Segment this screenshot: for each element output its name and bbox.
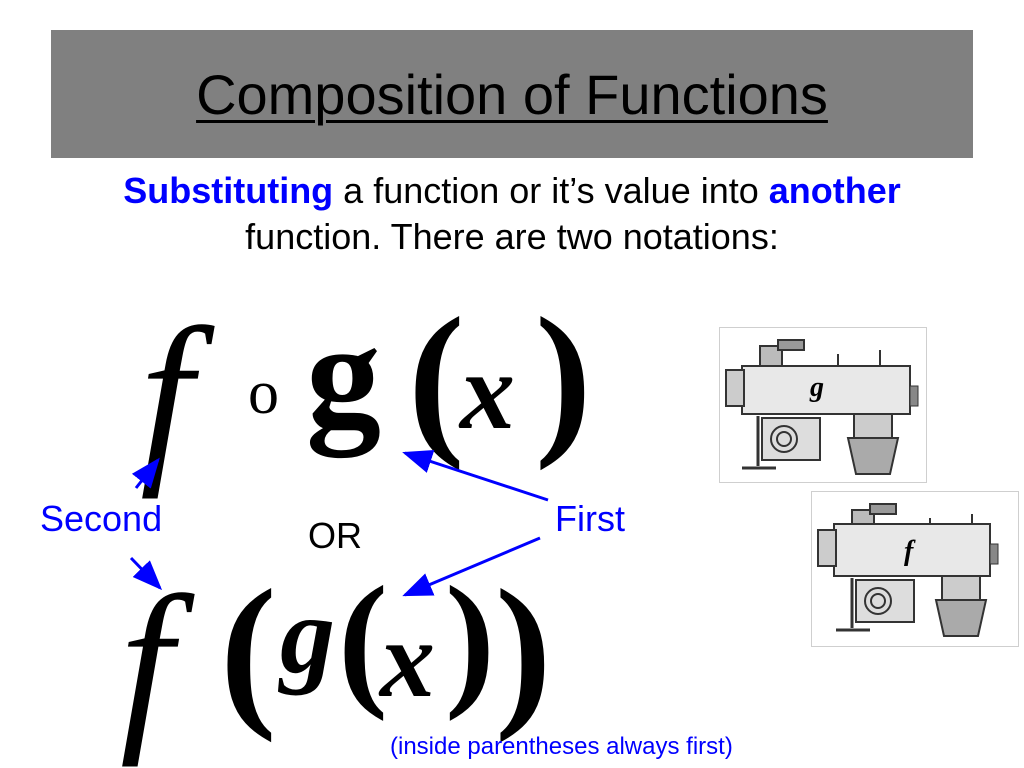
machine-icon	[817, 503, 999, 637]
formula-outer-left-paren: (	[220, 555, 277, 743]
title-bar: Composition of Functions	[51, 30, 973, 158]
formula-f: f	[120, 558, 173, 768]
formula-left-paren: (	[408, 283, 465, 471]
function-machine-f-image: f	[811, 491, 1019, 647]
formula-g: g	[280, 574, 335, 696]
note-text: (inside parentheses always first)	[390, 733, 733, 760]
formula-g: g	[306, 292, 381, 458]
formula-x: x	[460, 330, 515, 452]
subtitle-line2: function. There are two notations:	[245, 216, 779, 257]
machine-f-label: f	[904, 536, 914, 567]
subtitle-another: another	[768, 170, 901, 211]
second-label: Second	[40, 498, 163, 539]
machine-g-label: g	[810, 372, 824, 403]
formula-inner-left-paren: (	[338, 556, 388, 722]
subtitle-substituting: Substituting	[123, 170, 334, 211]
composition-operator: o	[248, 359, 279, 427]
formula-x: x	[380, 598, 435, 720]
arrow-second-to-bottom-f	[129, 556, 163, 591]
subtitle: Substituting a function or it’s value in…	[30, 168, 994, 260]
machine-icon	[725, 339, 919, 475]
arrow-first-to-top-g	[402, 450, 549, 502]
formula-outer-right-paren: )	[495, 555, 552, 743]
or-label: OR	[308, 515, 362, 556]
arrow-first-to-bottom-g	[402, 536, 541, 597]
slide-title: Composition of Functions	[196, 62, 828, 126]
subtitle-middle: a function or it’s value into	[333, 170, 769, 211]
formula-right-paren: )	[535, 283, 592, 471]
arrow-second-to-top-f	[131, 457, 160, 489]
formula-inner-right-paren: )	[445, 556, 495, 722]
function-machine-g-image: g	[719, 327, 927, 483]
first-label: First	[555, 498, 625, 539]
